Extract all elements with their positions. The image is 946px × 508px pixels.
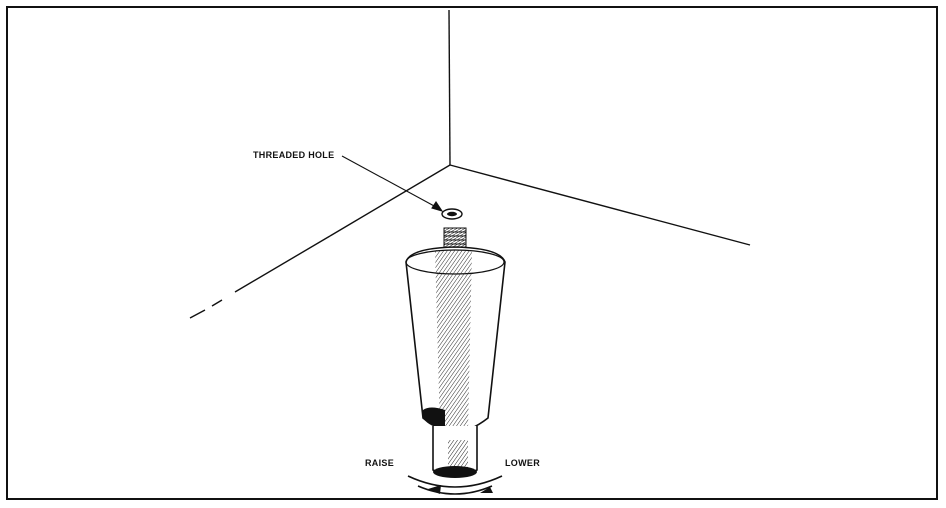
lower-arrow xyxy=(480,487,493,493)
leader-arrow xyxy=(341,155,444,212)
vertical-corner-edge xyxy=(448,9,451,166)
raise-label: RAISE xyxy=(365,458,395,468)
lower-label: LOWER xyxy=(505,458,540,468)
threaded-hole xyxy=(441,208,463,220)
adjusting-cylinder xyxy=(432,426,478,478)
left-bottom-edge-upper xyxy=(329,164,451,237)
cabinet-corner-lines xyxy=(189,9,751,319)
threaded-hole-label: THREADED HOLE xyxy=(253,150,335,160)
right-bottom-edge xyxy=(449,164,751,246)
base-disc xyxy=(407,475,503,495)
left-bottom-edge-lower xyxy=(234,235,331,293)
left-bottom-edge-dash-1 xyxy=(211,299,223,307)
left-bottom-edge-dash-2 xyxy=(189,309,206,319)
raise-arrow xyxy=(428,485,441,494)
threaded-stud xyxy=(443,227,467,249)
leveling-foot-body xyxy=(405,246,506,433)
